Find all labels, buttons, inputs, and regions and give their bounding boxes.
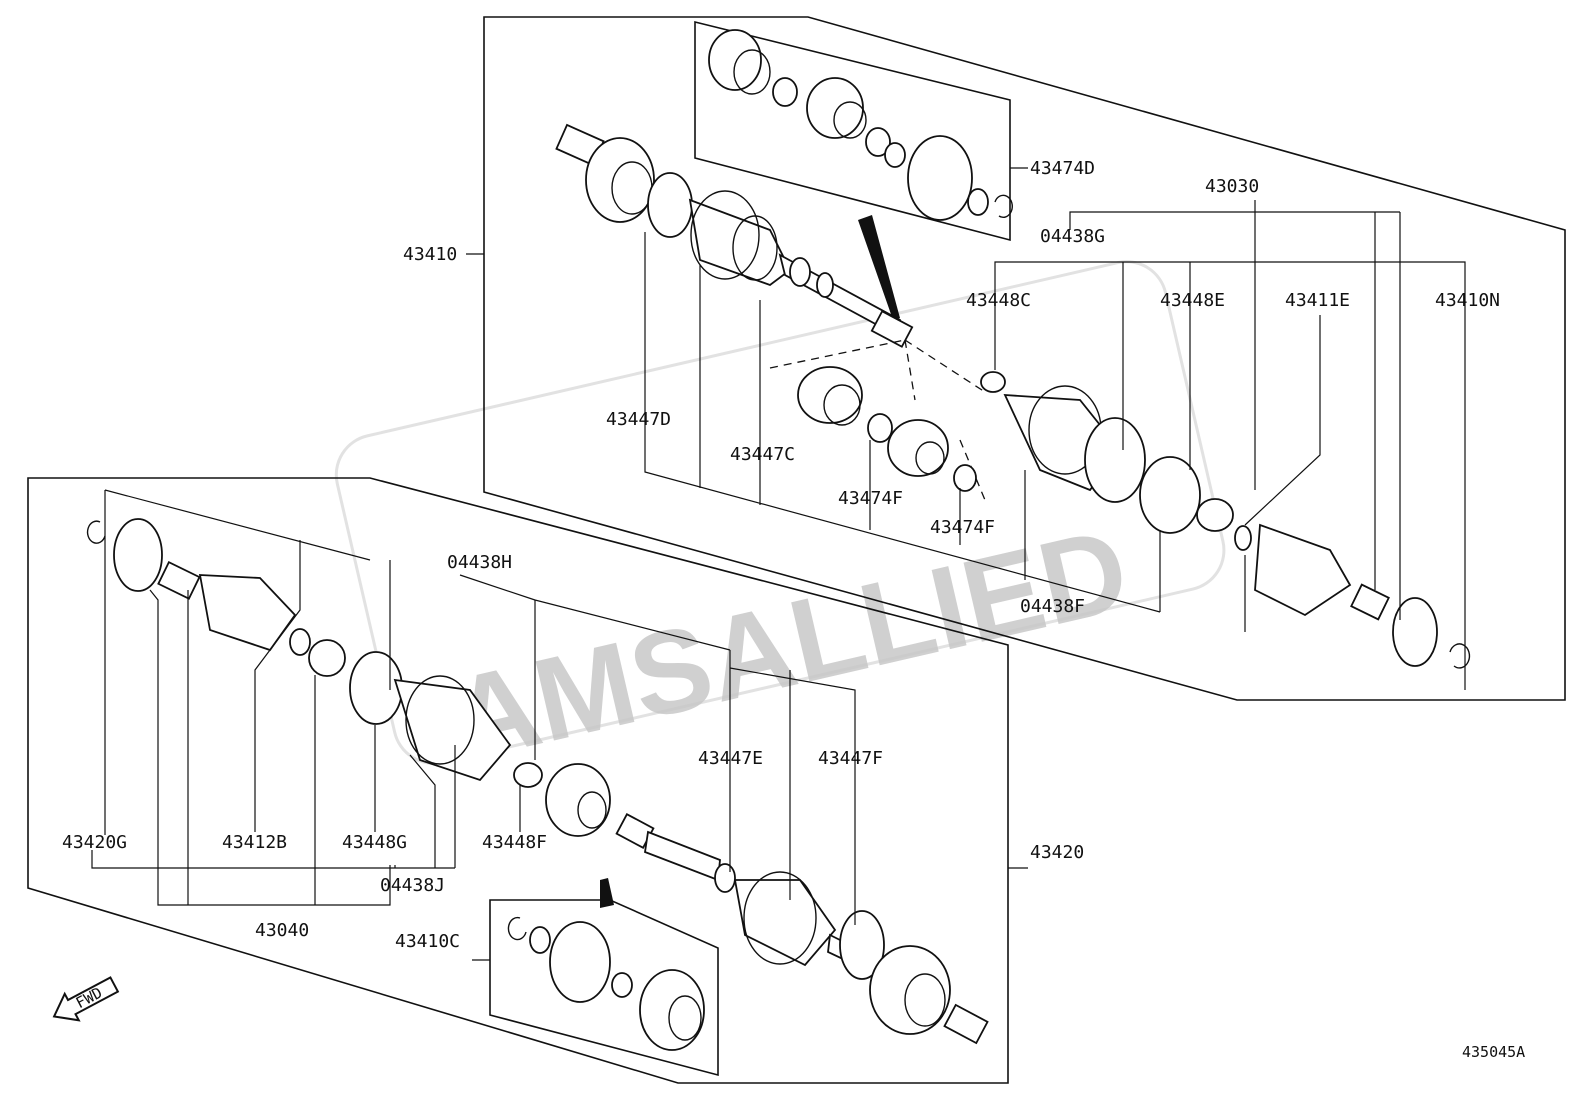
label-43040: 43040	[255, 920, 309, 941]
label-43447c: 43447C	[730, 444, 795, 465]
label-04438f: 04438F	[1020, 596, 1085, 617]
inboard-joint-parts	[797, 366, 977, 492]
upper-shaft-parts	[555, 123, 914, 348]
kit-43474d-parts	[708, 29, 1013, 221]
diagram-id: 435045A	[1462, 1043, 1525, 1061]
kit-pointer-lower	[600, 878, 614, 908]
label-43030: 43030	[1205, 176, 1259, 197]
label-43448c: 43448C	[966, 290, 1031, 311]
label-43447d: 43447D	[606, 409, 671, 430]
label-43411e: 43411E	[1285, 290, 1350, 311]
part-labels: 43474D 43030 04438G 43410 43448C 43448E …	[62, 158, 1500, 952]
label-43412b: 43412B	[222, 832, 287, 853]
fwd-arrow-icon: FWD	[52, 976, 120, 1022]
label-43447e: 43447E	[698, 748, 763, 769]
watermark-rounded-box	[334, 260, 1226, 765]
right-inner-joint-parts	[980, 371, 1471, 669]
label-43410c: 43410C	[395, 931, 460, 952]
label-43474d: 43474D	[1030, 158, 1095, 179]
label-43474f-a: 43474F	[838, 488, 903, 509]
label-43420g: 43420G	[62, 832, 127, 853]
lower-assembly-frame	[27, 477, 1028, 1084]
label-43410n: 43410N	[1435, 290, 1500, 311]
kit-pointer-upper	[858, 215, 900, 320]
lower-leader-lines	[91, 489, 856, 925]
label-43410: 43410	[403, 244, 457, 265]
label-43447f: 43447F	[818, 748, 883, 769]
upper-leader-lines	[466, 200, 1466, 690]
kit-43474d-frame	[694, 20, 1028, 242]
label-43448e: 43448E	[1160, 290, 1225, 311]
label-04438j: 04438J	[380, 875, 445, 896]
label-43448f: 43448F	[482, 832, 547, 853]
label-04438g: 04438G	[1040, 226, 1105, 247]
kit-43410c-parts	[507, 916, 705, 1051]
label-43448g: 43448G	[342, 832, 407, 853]
upper-assembly-frame	[483, 16, 1566, 701]
kit-43410c-frame	[472, 899, 719, 1077]
label-43420: 43420	[1030, 842, 1084, 863]
label-04438h: 04438H	[447, 552, 512, 573]
lower-shaft-right-parts	[615, 813, 989, 1045]
label-43474f-b: 43474F	[930, 517, 995, 538]
